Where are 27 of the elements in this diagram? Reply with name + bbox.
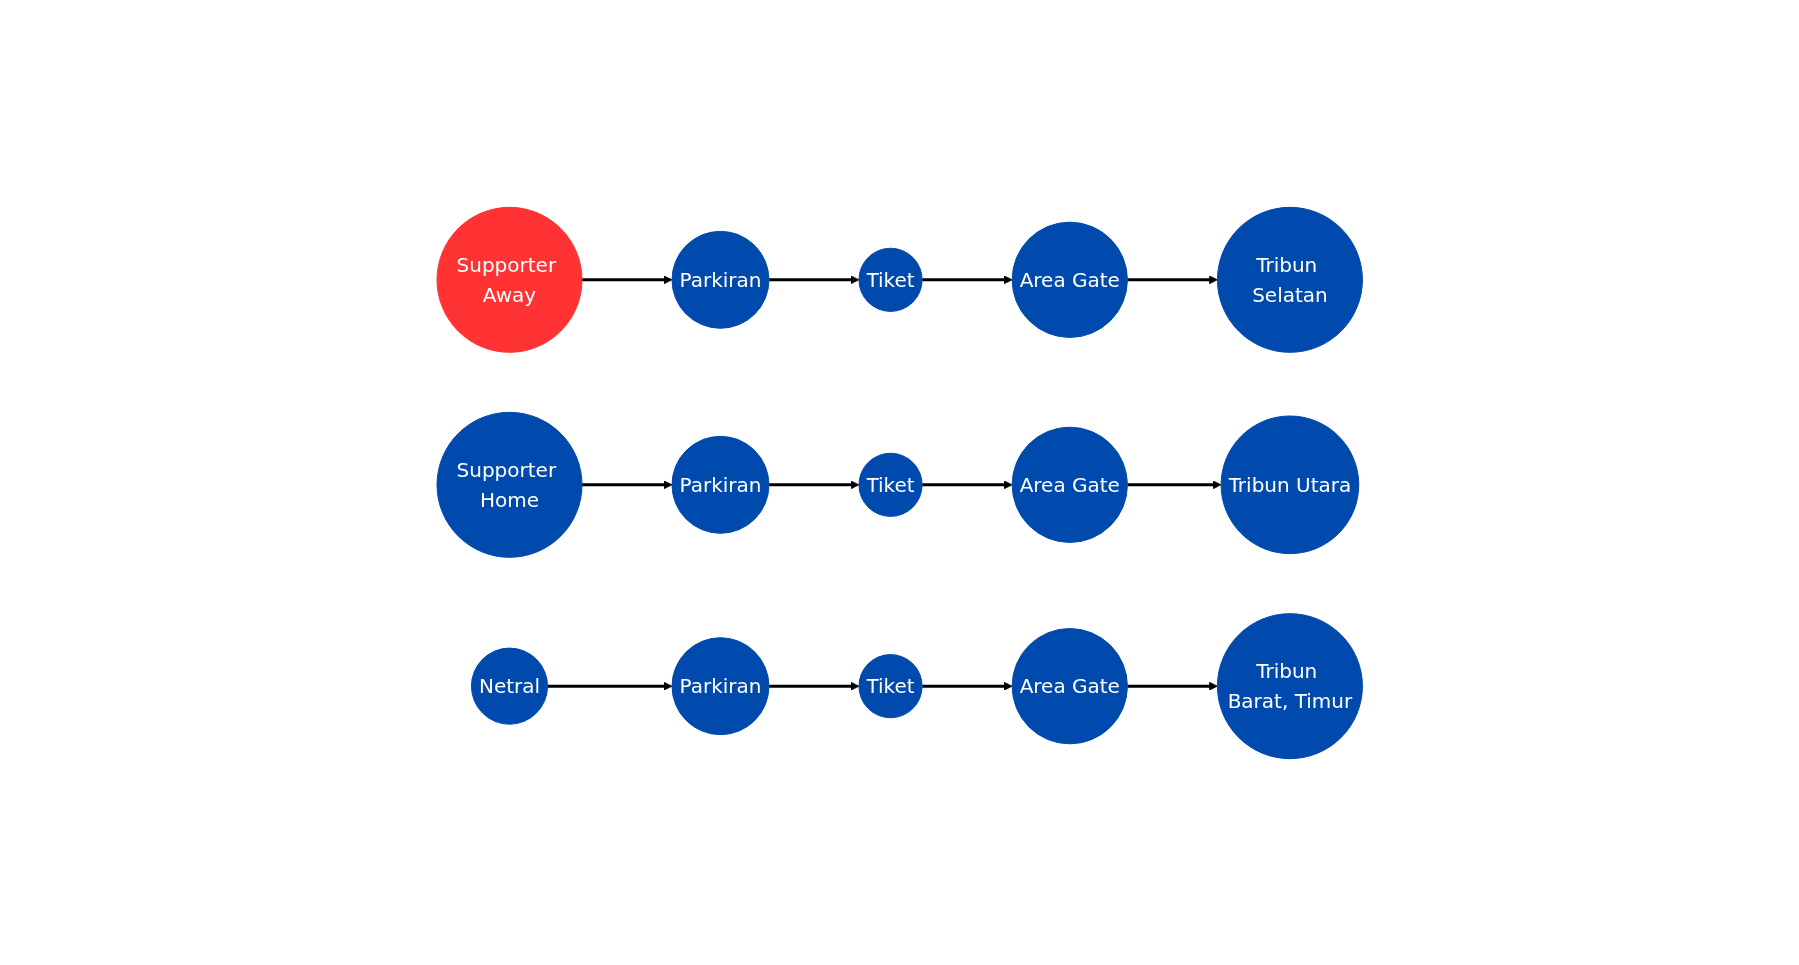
node-circle: Area Gate [1011, 627, 1128, 744]
arrow [1127, 479, 1222, 489]
node-circle: Netral [470, 647, 548, 725]
node-circle: Tribun Utara [1220, 415, 1360, 554]
arrow [768, 274, 860, 284]
arrow [921, 479, 1013, 489]
node-circle: Tiket [858, 653, 923, 718]
node-circle: Tribun Selatan [1216, 206, 1363, 353]
arrow [921, 681, 1013, 691]
node-circle: Tiket [858, 247, 923, 312]
node-circle: Tribun Barat, Timur [1216, 612, 1363, 759]
arrow [581, 274, 673, 284]
node-circle: Parkiran [671, 435, 770, 534]
arrow [1127, 274, 1218, 284]
arrow [921, 274, 1013, 284]
node-circle: Area Gate [1011, 221, 1128, 338]
node-circle: Tiket [858, 452, 923, 517]
node-circle: Parkiran [671, 230, 770, 329]
arrow [768, 681, 860, 691]
arrow [581, 479, 673, 489]
node-circle: Area Gate [1011, 426, 1128, 543]
arrow [768, 479, 860, 489]
node-circle: Supporter Away [436, 206, 583, 353]
arrow [547, 681, 673, 691]
node-circle: Parkiran [671, 636, 770, 735]
arrow [1127, 681, 1218, 691]
node-circle: Supporter Home [436, 411, 583, 558]
